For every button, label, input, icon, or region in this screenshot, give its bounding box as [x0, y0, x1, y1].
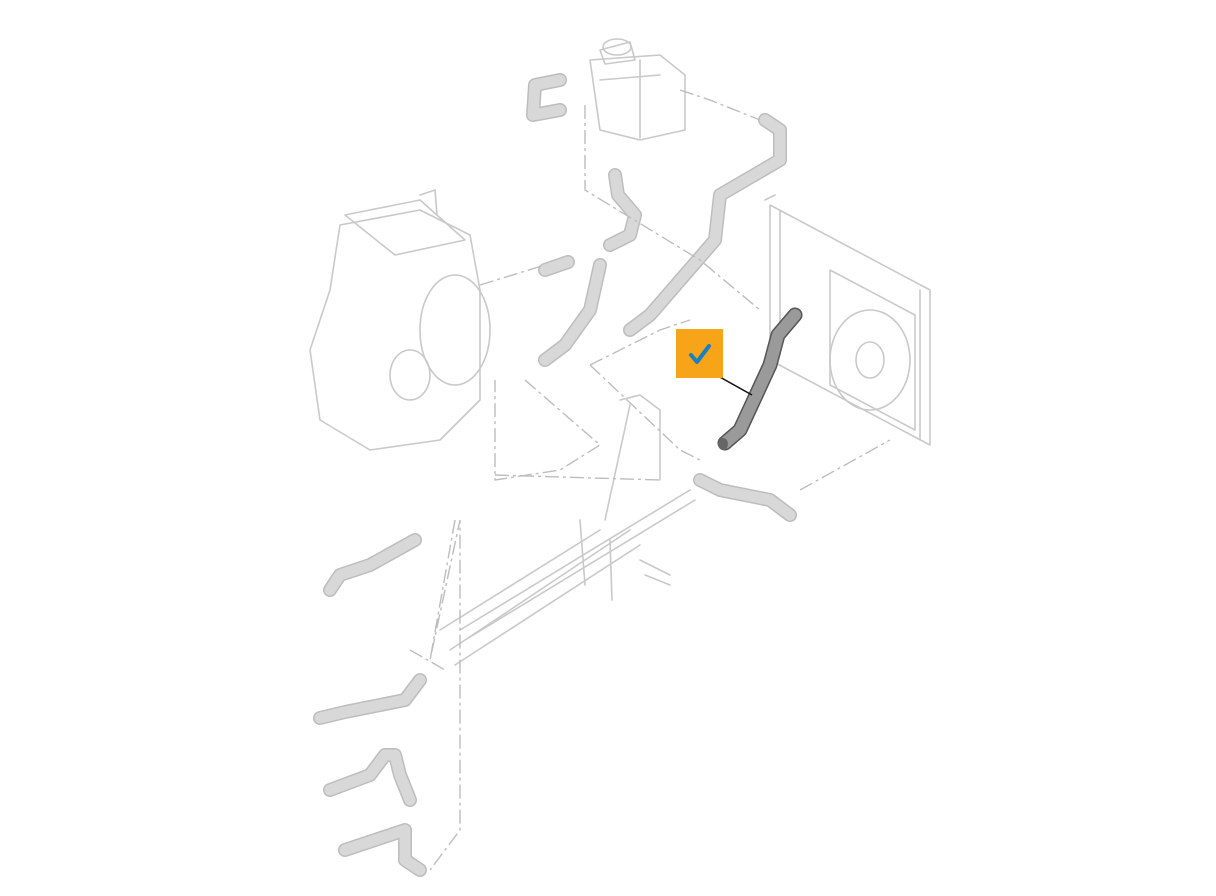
- expansion-tank[interactable]: [589, 38, 686, 141]
- selected-part-badge[interactable]: [676, 329, 723, 378]
- radiator-hose-highlighted[interactable]: [717, 307, 803, 451]
- heater-box[interactable]: [309, 189, 491, 451]
- callout-leader-line: [717, 375, 753, 396]
- checkmark-icon: [676, 329, 723, 378]
- pipe-bundle[interactable]: [439, 394, 696, 666]
